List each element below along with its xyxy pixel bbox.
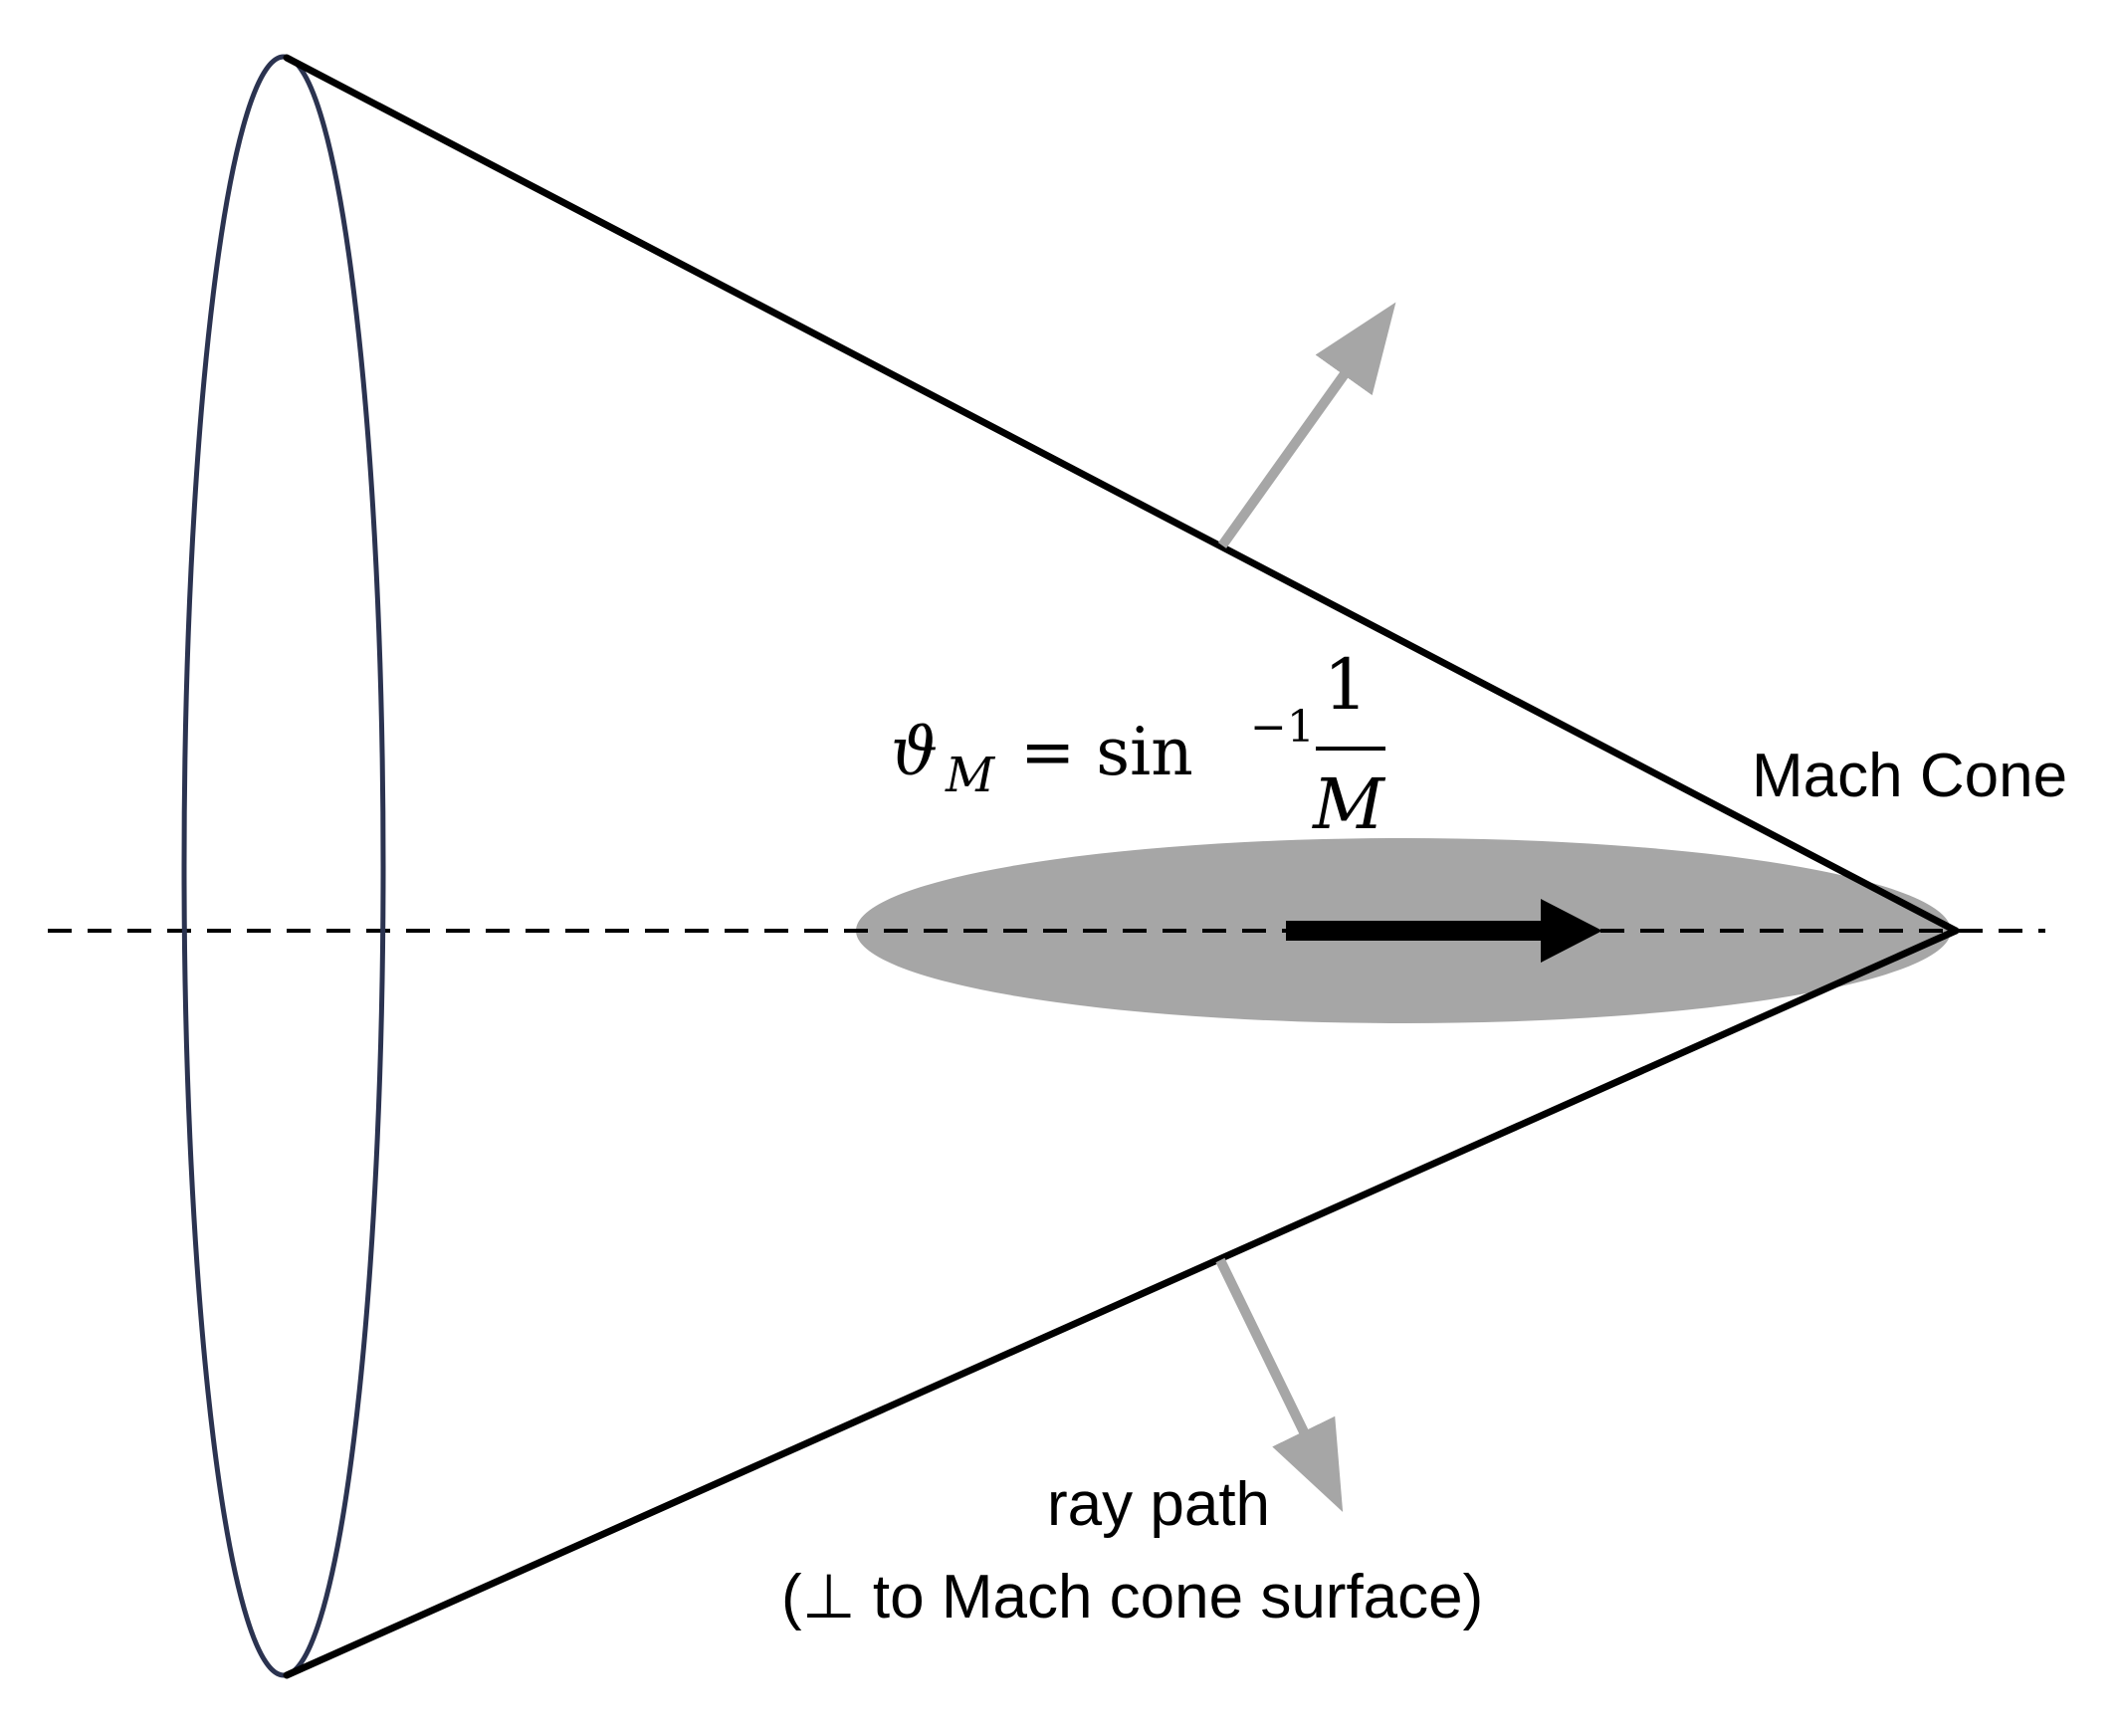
mach-cone-label: Mach Cone <box>1752 742 2067 810</box>
formula-exponent: −1 <box>1250 702 1315 753</box>
cone-base-ellipse <box>181 54 386 1678</box>
formula-denominator: M <box>1311 763 1386 845</box>
formula-numerator: 1 <box>1324 644 1369 726</box>
lower-ray-arrow <box>1215 1257 1344 1512</box>
ray-path-label: ray path <box>1047 1470 1270 1539</box>
formula-subscript: M <box>945 748 996 803</box>
formula-theta: ϑ <box>891 714 938 790</box>
motion-arrow-head <box>1541 899 1602 963</box>
cone-lower-edge <box>283 927 1960 1679</box>
upper-ray-arrow <box>1217 302 1396 548</box>
cone-upper-edge <box>283 54 1960 935</box>
ray-path-note: (⊥ to Mach cone surface) <box>781 1563 1483 1631</box>
formula-equals-sin: = sin <box>1020 714 1193 790</box>
